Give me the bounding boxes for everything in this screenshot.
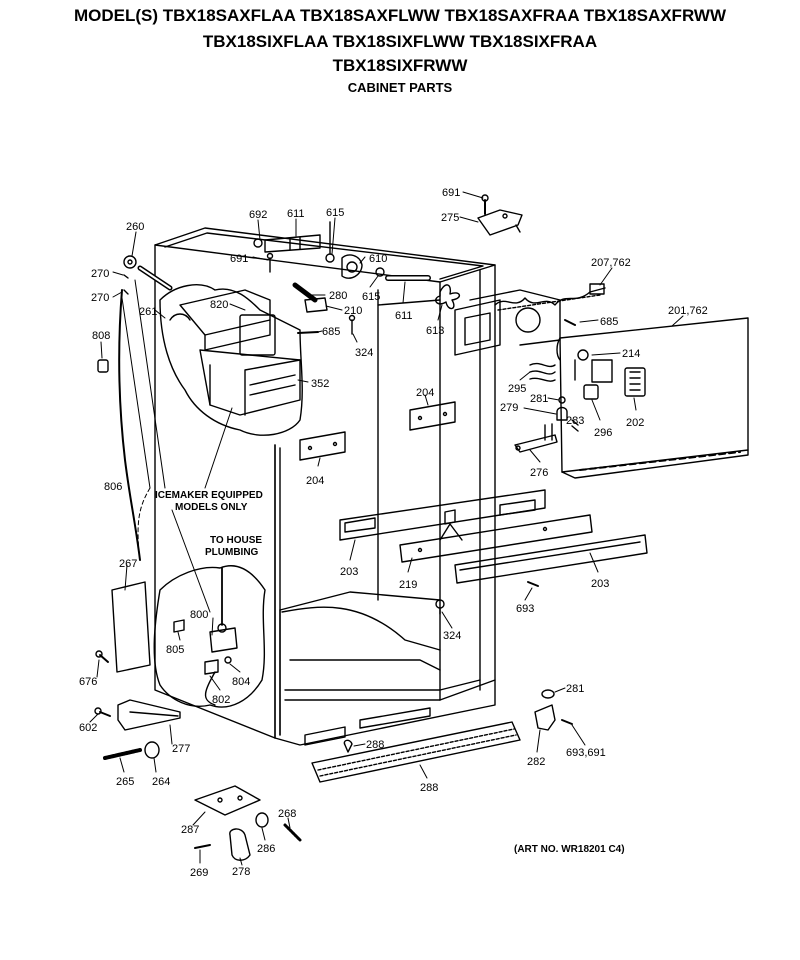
part-label-p808: 808 bbox=[92, 330, 110, 342]
control-panel bbox=[559, 317, 749, 473]
part-label-p261: 261 bbox=[139, 306, 157, 318]
part-label-p278: 278 bbox=[232, 866, 250, 878]
part-label-p207: 207,762 bbox=[591, 257, 631, 269]
part-label-p802: 802 bbox=[212, 694, 230, 706]
part-label-p691a: 691 bbox=[442, 187, 460, 199]
part-label-p265: 265 bbox=[116, 776, 134, 788]
part-label-p324b: 324 bbox=[443, 630, 461, 642]
part-label-p267: 267 bbox=[119, 558, 137, 570]
part-label-p611a: 611 bbox=[287, 208, 305, 220]
part-label-p260: 260 bbox=[126, 221, 144, 233]
part-label-p202: 202 bbox=[626, 417, 644, 429]
part-label-p214: 214 bbox=[622, 348, 640, 360]
part-label-p615a: 615 bbox=[326, 207, 344, 219]
part-label-p268: 268 bbox=[278, 808, 296, 820]
art-number: (ART NO. WR18201 C4) bbox=[514, 844, 625, 855]
part-label-p806: 806 bbox=[104, 481, 122, 493]
part-label-p288b: 288 bbox=[420, 782, 438, 794]
plumbing-note-line-2: PLUMBING bbox=[205, 547, 259, 558]
part-label-p820: 820 bbox=[210, 299, 228, 311]
part-label-p201: 201,762 bbox=[668, 305, 708, 317]
part-label-p204b: 204 bbox=[306, 475, 324, 487]
part-label-p210: 210 bbox=[344, 305, 362, 317]
models-line-3: TBX18SIXFRWW bbox=[332, 56, 468, 75]
part-label-p280: 280 bbox=[329, 290, 347, 302]
part-label-p281a: 281 bbox=[530, 393, 548, 405]
part-label-p610: 610 bbox=[369, 253, 387, 265]
part-label-p282: 282 bbox=[527, 756, 545, 768]
part-label-p279: 279 bbox=[500, 402, 518, 414]
part-label-p296: 296 bbox=[594, 427, 612, 439]
cabinet bbox=[154, 227, 496, 746]
part-label-p324a: 324 bbox=[355, 347, 373, 359]
toe-grille bbox=[311, 721, 521, 783]
part-label-p283: 283 bbox=[566, 415, 584, 427]
part-label-p613: 613 bbox=[426, 325, 444, 337]
part-label-p287: 287 bbox=[181, 824, 199, 836]
part-label-p203a: 203 bbox=[340, 566, 358, 578]
part-label-p264: 264 bbox=[152, 776, 170, 788]
part-label-p204a: 204 bbox=[416, 387, 434, 399]
part-label-p693a: 693 bbox=[516, 603, 534, 615]
plumbing-note-line-1: TO HOUSE bbox=[210, 535, 262, 546]
part-label-p281b: 281 bbox=[566, 683, 584, 695]
part-label-p270b: 270 bbox=[91, 292, 109, 304]
part-label-p295: 295 bbox=[508, 383, 526, 395]
part-label-p676: 676 bbox=[79, 676, 97, 688]
part-label-p275: 275 bbox=[441, 212, 459, 224]
part-label-p692: 692 bbox=[249, 209, 267, 221]
icemaker-assembly bbox=[169, 289, 301, 416]
part-label-p269: 269 bbox=[190, 867, 208, 879]
part-label-p286: 286 bbox=[257, 843, 275, 855]
part-label-p805: 805 bbox=[166, 644, 184, 656]
part-label-p602: 602 bbox=[79, 722, 97, 734]
part-label-p270a: 270 bbox=[91, 268, 109, 280]
plumbing-inset bbox=[153, 565, 266, 708]
models-line-2: TBX18SIXFLAA TBX18SIXFLWW TBX18SIXFRAA bbox=[202, 32, 598, 51]
part-label-p203b: 203 bbox=[591, 578, 609, 590]
part-label-p219: 219 bbox=[399, 579, 417, 591]
icemaker-note-line-2: MODELS ONLY bbox=[175, 502, 248, 513]
part-label-p800: 800 bbox=[190, 609, 208, 621]
part-labels: 691 275 692 611 615 260 691 610 207,762 … bbox=[79, 187, 708, 879]
models-line-1: MODEL(S) TBX18SAXFLAA TBX18SAXFLWW TBX18… bbox=[73, 6, 727, 25]
part-label-p804: 804 bbox=[232, 676, 250, 688]
section-title: CABINET PARTS bbox=[347, 80, 453, 95]
part-label-p685a: 685 bbox=[600, 316, 618, 328]
part-label-p691b: 691 bbox=[230, 253, 248, 265]
part-label-p693b: 693,691 bbox=[566, 747, 606, 759]
part-label-p277: 277 bbox=[172, 743, 190, 755]
part-label-p276: 276 bbox=[530, 467, 548, 479]
part-label-p615b: 615 bbox=[362, 291, 380, 303]
part-label-p611b: 611 bbox=[395, 310, 413, 322]
part-label-p685b: 685 bbox=[322, 326, 340, 338]
leader-lines bbox=[89, 191, 684, 866]
part-label-p288a: 288 bbox=[366, 739, 384, 751]
part-label-p352: 352 bbox=[311, 378, 329, 390]
icemaker-note-line-1: ICEMAKER EQUIPPED bbox=[155, 490, 263, 501]
